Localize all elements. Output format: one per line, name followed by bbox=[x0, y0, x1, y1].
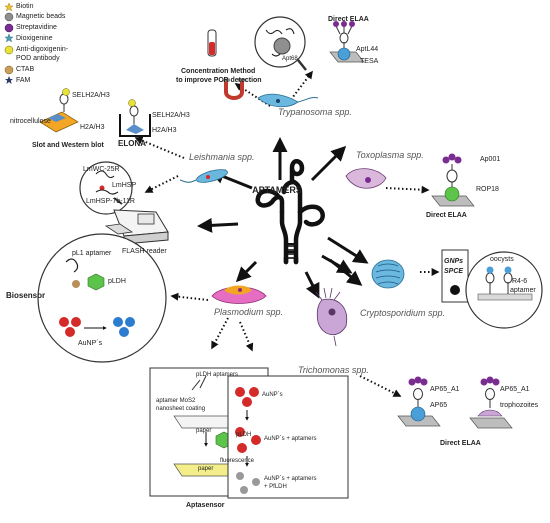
trichomonas-parasite bbox=[315, 287, 348, 347]
biosensor-target: pLDH bbox=[108, 278, 126, 285]
concentration-line1: Concentration Method bbox=[181, 68, 256, 75]
bead-icon bbox=[4, 12, 14, 22]
slot-title: Slot and Western blot bbox=[32, 142, 104, 149]
elaa-tryp-aptamer: AptL44 bbox=[356, 46, 379, 53]
aptasensor-readout: fluorescence bbox=[220, 458, 255, 464]
colorimetric-step3b: + PfLDH bbox=[264, 484, 287, 490]
concentration-icons bbox=[207, 29, 246, 100]
legend-antibody-label-2: POD antibody bbox=[16, 55, 60, 62]
elaa-toxo-title: Direct ELAA bbox=[426, 212, 467, 219]
antibody-icon bbox=[4, 45, 14, 55]
elaa-toxo-aptamer: Ap001 bbox=[480, 156, 501, 163]
dotted-arrows bbox=[134, 70, 440, 397]
elaa-tryp-target: TESA bbox=[360, 58, 379, 65]
aptasensor-paper1: paper bbox=[196, 428, 212, 434]
elaa-tryp-assay bbox=[329, 21, 365, 63]
elaa-trich-assay bbox=[397, 376, 513, 429]
flash-title: FLASH reader bbox=[122, 248, 167, 255]
slot-blot-assay bbox=[39, 88, 79, 133]
main-arrows-extra bbox=[321, 254, 353, 274]
label-leishmania: Leishmania spp. bbox=[189, 152, 255, 162]
elaa-trich-target: trophozoites bbox=[500, 402, 539, 409]
cryptosporidium-sensor bbox=[441, 249, 543, 329]
legend-streptavidin-label: Streptavidine bbox=[16, 24, 57, 31]
streptavidin-icon bbox=[4, 23, 14, 33]
flash-apt3: LmHSP-7b-11R bbox=[86, 198, 135, 205]
legend-ctab-label: CTAB bbox=[16, 66, 35, 73]
main-arrows bbox=[197, 137, 369, 299]
elaa-trich-apt-c: AP65_A1 bbox=[500, 386, 530, 393]
toxoplasma-parasite bbox=[345, 168, 387, 189]
crypto-chip2: SPCE bbox=[444, 268, 464, 275]
plasmodium-parasite bbox=[211, 285, 267, 304]
stem-rungs bbox=[286, 245, 296, 259]
elaa-toxo-target: ROP18 bbox=[476, 186, 499, 193]
legend-icons bbox=[4, 2, 14, 84]
biosensor-aptamer: pL1 aptamer bbox=[72, 250, 112, 257]
biotin-icon bbox=[4, 2, 14, 12]
cryptosporidium-parasite bbox=[371, 259, 405, 289]
label-trypanosoma: Trypanosoma spp. bbox=[278, 107, 352, 117]
slot-membrane: nitrocellulose bbox=[10, 118, 51, 125]
crypto-aptamer: R4-6 bbox=[512, 278, 528, 285]
digoxigenin-icon bbox=[4, 33, 14, 43]
aptasensor-title: Aptasensor bbox=[186, 502, 225, 509]
colorimetric-step1: AuNP´s bbox=[262, 392, 283, 398]
flash-apt2: LmHSP bbox=[112, 182, 137, 189]
biosensor-panel bbox=[37, 233, 167, 363]
slot-aptamer: SELH2A/H3 bbox=[72, 92, 110, 99]
elaa-trich-apt-a: AP65_A1 bbox=[430, 386, 460, 393]
crypto-aptamer-2: aptamer bbox=[510, 287, 536, 294]
legend-antibody-label: Anti-digoxigenin- bbox=[16, 46, 69, 53]
aptasensor-aptamers: pLDH aptamers bbox=[196, 372, 239, 378]
legend-digoxigenin-label: Dioxigenine bbox=[16, 35, 53, 42]
elaa-trich-title: Direct ELAA bbox=[440, 440, 481, 447]
aptasensor-target: pLDH bbox=[236, 432, 252, 438]
apt68-magnifier bbox=[254, 16, 307, 71]
aptasensor-coat2: nanosheet coating bbox=[156, 406, 206, 412]
flash-reader bbox=[79, 161, 169, 245]
central-aptamer-structure bbox=[255, 159, 325, 265]
biosensor-title: Biosensor bbox=[6, 291, 46, 300]
legend-biotin-label: Biotin bbox=[16, 3, 34, 10]
crypto-chip1: GNPs bbox=[444, 258, 464, 265]
aptasensor-coat1: aptamer MoS2 bbox=[156, 398, 196, 404]
label-trichomonas: Trichomonas spp. bbox=[298, 365, 369, 375]
flash-apt1: LmWC-25R bbox=[83, 166, 120, 173]
elaa-tryp-title: Direct ELAA bbox=[328, 16, 369, 23]
ctab-icon bbox=[4, 65, 14, 75]
aptasensor-paper2: paper bbox=[198, 466, 214, 472]
colorimetric-panel bbox=[227, 375, 349, 499]
elaa-trich-apt-b: AP65 bbox=[430, 402, 448, 409]
concentration-line2: to improve PCR detection bbox=[176, 77, 262, 84]
leishmania-parasite bbox=[179, 169, 228, 183]
legend-fam-label: FAM bbox=[16, 77, 31, 84]
crypto-target: oocysts bbox=[490, 256, 514, 263]
elona-assay bbox=[119, 99, 151, 137]
label-plasmodium: Plasmodium spp. bbox=[214, 307, 284, 317]
elona-title: ELONA bbox=[118, 139, 146, 148]
elaa-toxo-assay bbox=[431, 153, 475, 207]
concentration-aptamer: Apt68 bbox=[282, 56, 298, 62]
colorimetric-step3a: AuNP´s + aptamers bbox=[264, 476, 317, 482]
center-title: APTAMERS bbox=[252, 185, 302, 195]
fam-icon bbox=[5, 76, 13, 84]
elona-protein: H2A/H3 bbox=[152, 127, 177, 134]
label-cryptosporidium: Cryptosporidium spp. bbox=[360, 308, 446, 318]
label-toxoplasma: Toxoplasma spp. bbox=[356, 150, 424, 160]
biosensor-particles: AuNP´s bbox=[78, 340, 103, 347]
elona-aptamer: SELH2A/H3 bbox=[152, 112, 190, 119]
slot-protein: H2A/H3 bbox=[80, 124, 105, 131]
legend-beads-label: Magnetic beads bbox=[16, 13, 66, 20]
colorimetric-step2: AuNP´s + aptamers bbox=[264, 436, 317, 442]
trypanosoma-parasite bbox=[257, 93, 319, 108]
